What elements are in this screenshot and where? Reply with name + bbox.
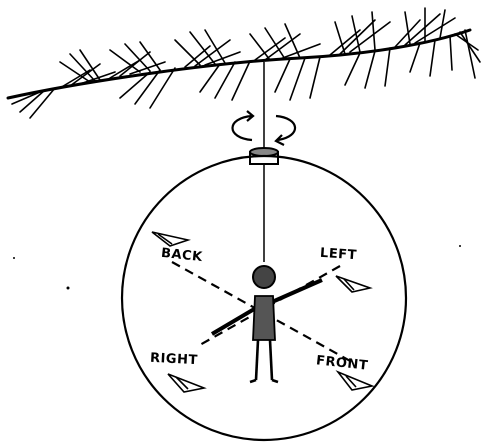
pine-branch	[8, 8, 480, 118]
figure-head	[253, 266, 275, 288]
label-left: LEFT	[320, 246, 358, 264]
figure-body	[253, 296, 275, 340]
label-right: RIGHT	[150, 351, 198, 368]
figure-foot-left	[250, 380, 256, 382]
figure-leg-right	[270, 340, 272, 380]
figure-arm-right	[212, 308, 256, 334]
figure-foot-right	[272, 380, 278, 382]
figure-arm-left	[272, 280, 322, 302]
back-marker-icon	[152, 232, 188, 246]
scan-specks	[13, 245, 461, 290]
stick-figure	[212, 266, 322, 382]
left-marker-icon	[336, 276, 370, 292]
figure-leg-left	[256, 340, 258, 380]
front-marker-icon	[338, 372, 372, 390]
right-marker-icon	[168, 374, 204, 392]
